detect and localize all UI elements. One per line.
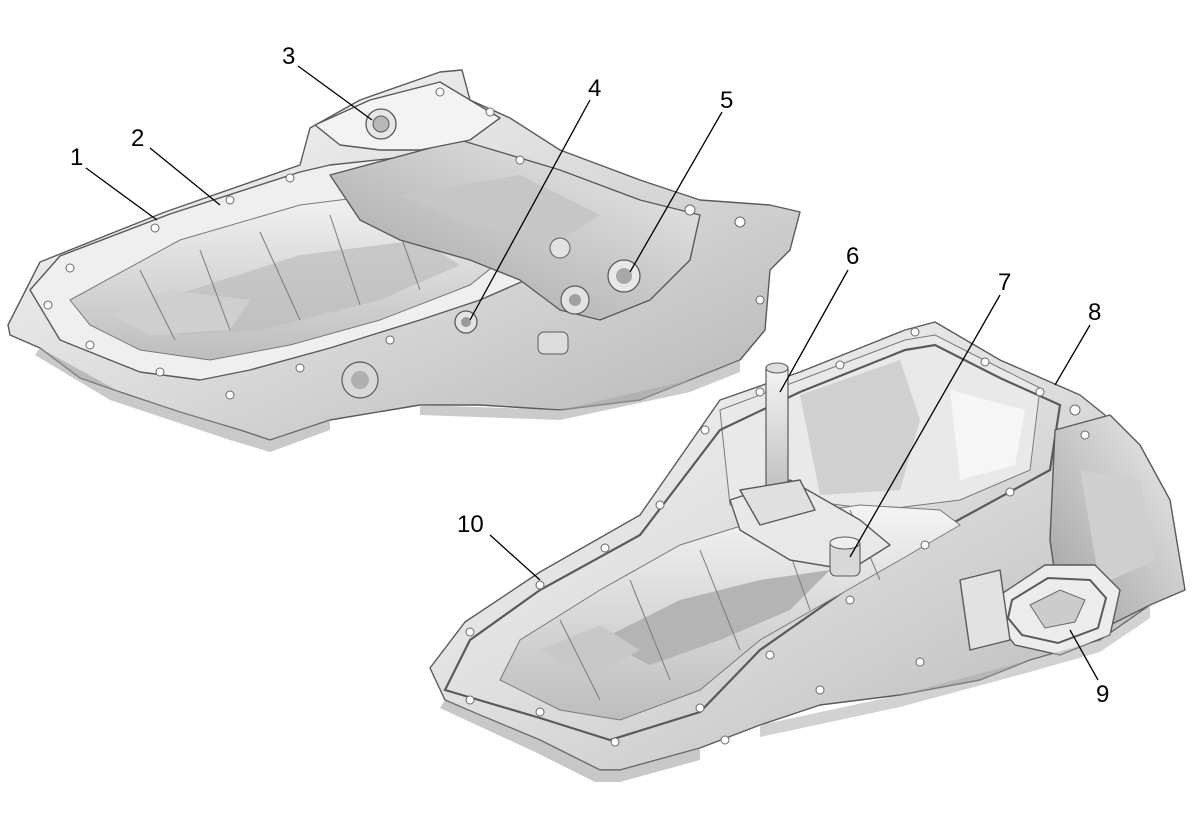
leader-line-8 — [1054, 324, 1091, 386]
leader-line-3 — [297, 65, 373, 121]
leader-line-2 — [149, 147, 221, 206]
leader-line-9 — [1069, 629, 1099, 681]
leader-line-10 — [489, 534, 541, 581]
leader-line-1 — [85, 167, 158, 221]
callout-1: 1 — [70, 144, 83, 171]
callout-labels: 1 2 3 4 5 6 7 8 9 10 — [70, 43, 1109, 708]
leader-lines — [85, 65, 1099, 681]
leader-line-7 — [849, 294, 1001, 558]
callout-10: 10 — [457, 511, 484, 538]
callout-3: 3 — [282, 43, 295, 70]
callout-7: 7 — [998, 269, 1011, 296]
callout-2: 2 — [131, 125, 144, 152]
lower-oil-pan-illustration — [429, 321, 1186, 782]
leader-line-6 — [779, 269, 849, 393]
callout-9: 9 — [1096, 681, 1109, 708]
callout-6: 6 — [846, 243, 859, 270]
callout-4: 4 — [588, 75, 601, 102]
upper-oil-pan-illustration — [7, 69, 801, 452]
callout-8: 8 — [1088, 299, 1101, 326]
leader-line-4 — [469, 99, 591, 321]
leader-line-5 — [629, 111, 723, 273]
callout-5: 5 — [720, 87, 733, 114]
